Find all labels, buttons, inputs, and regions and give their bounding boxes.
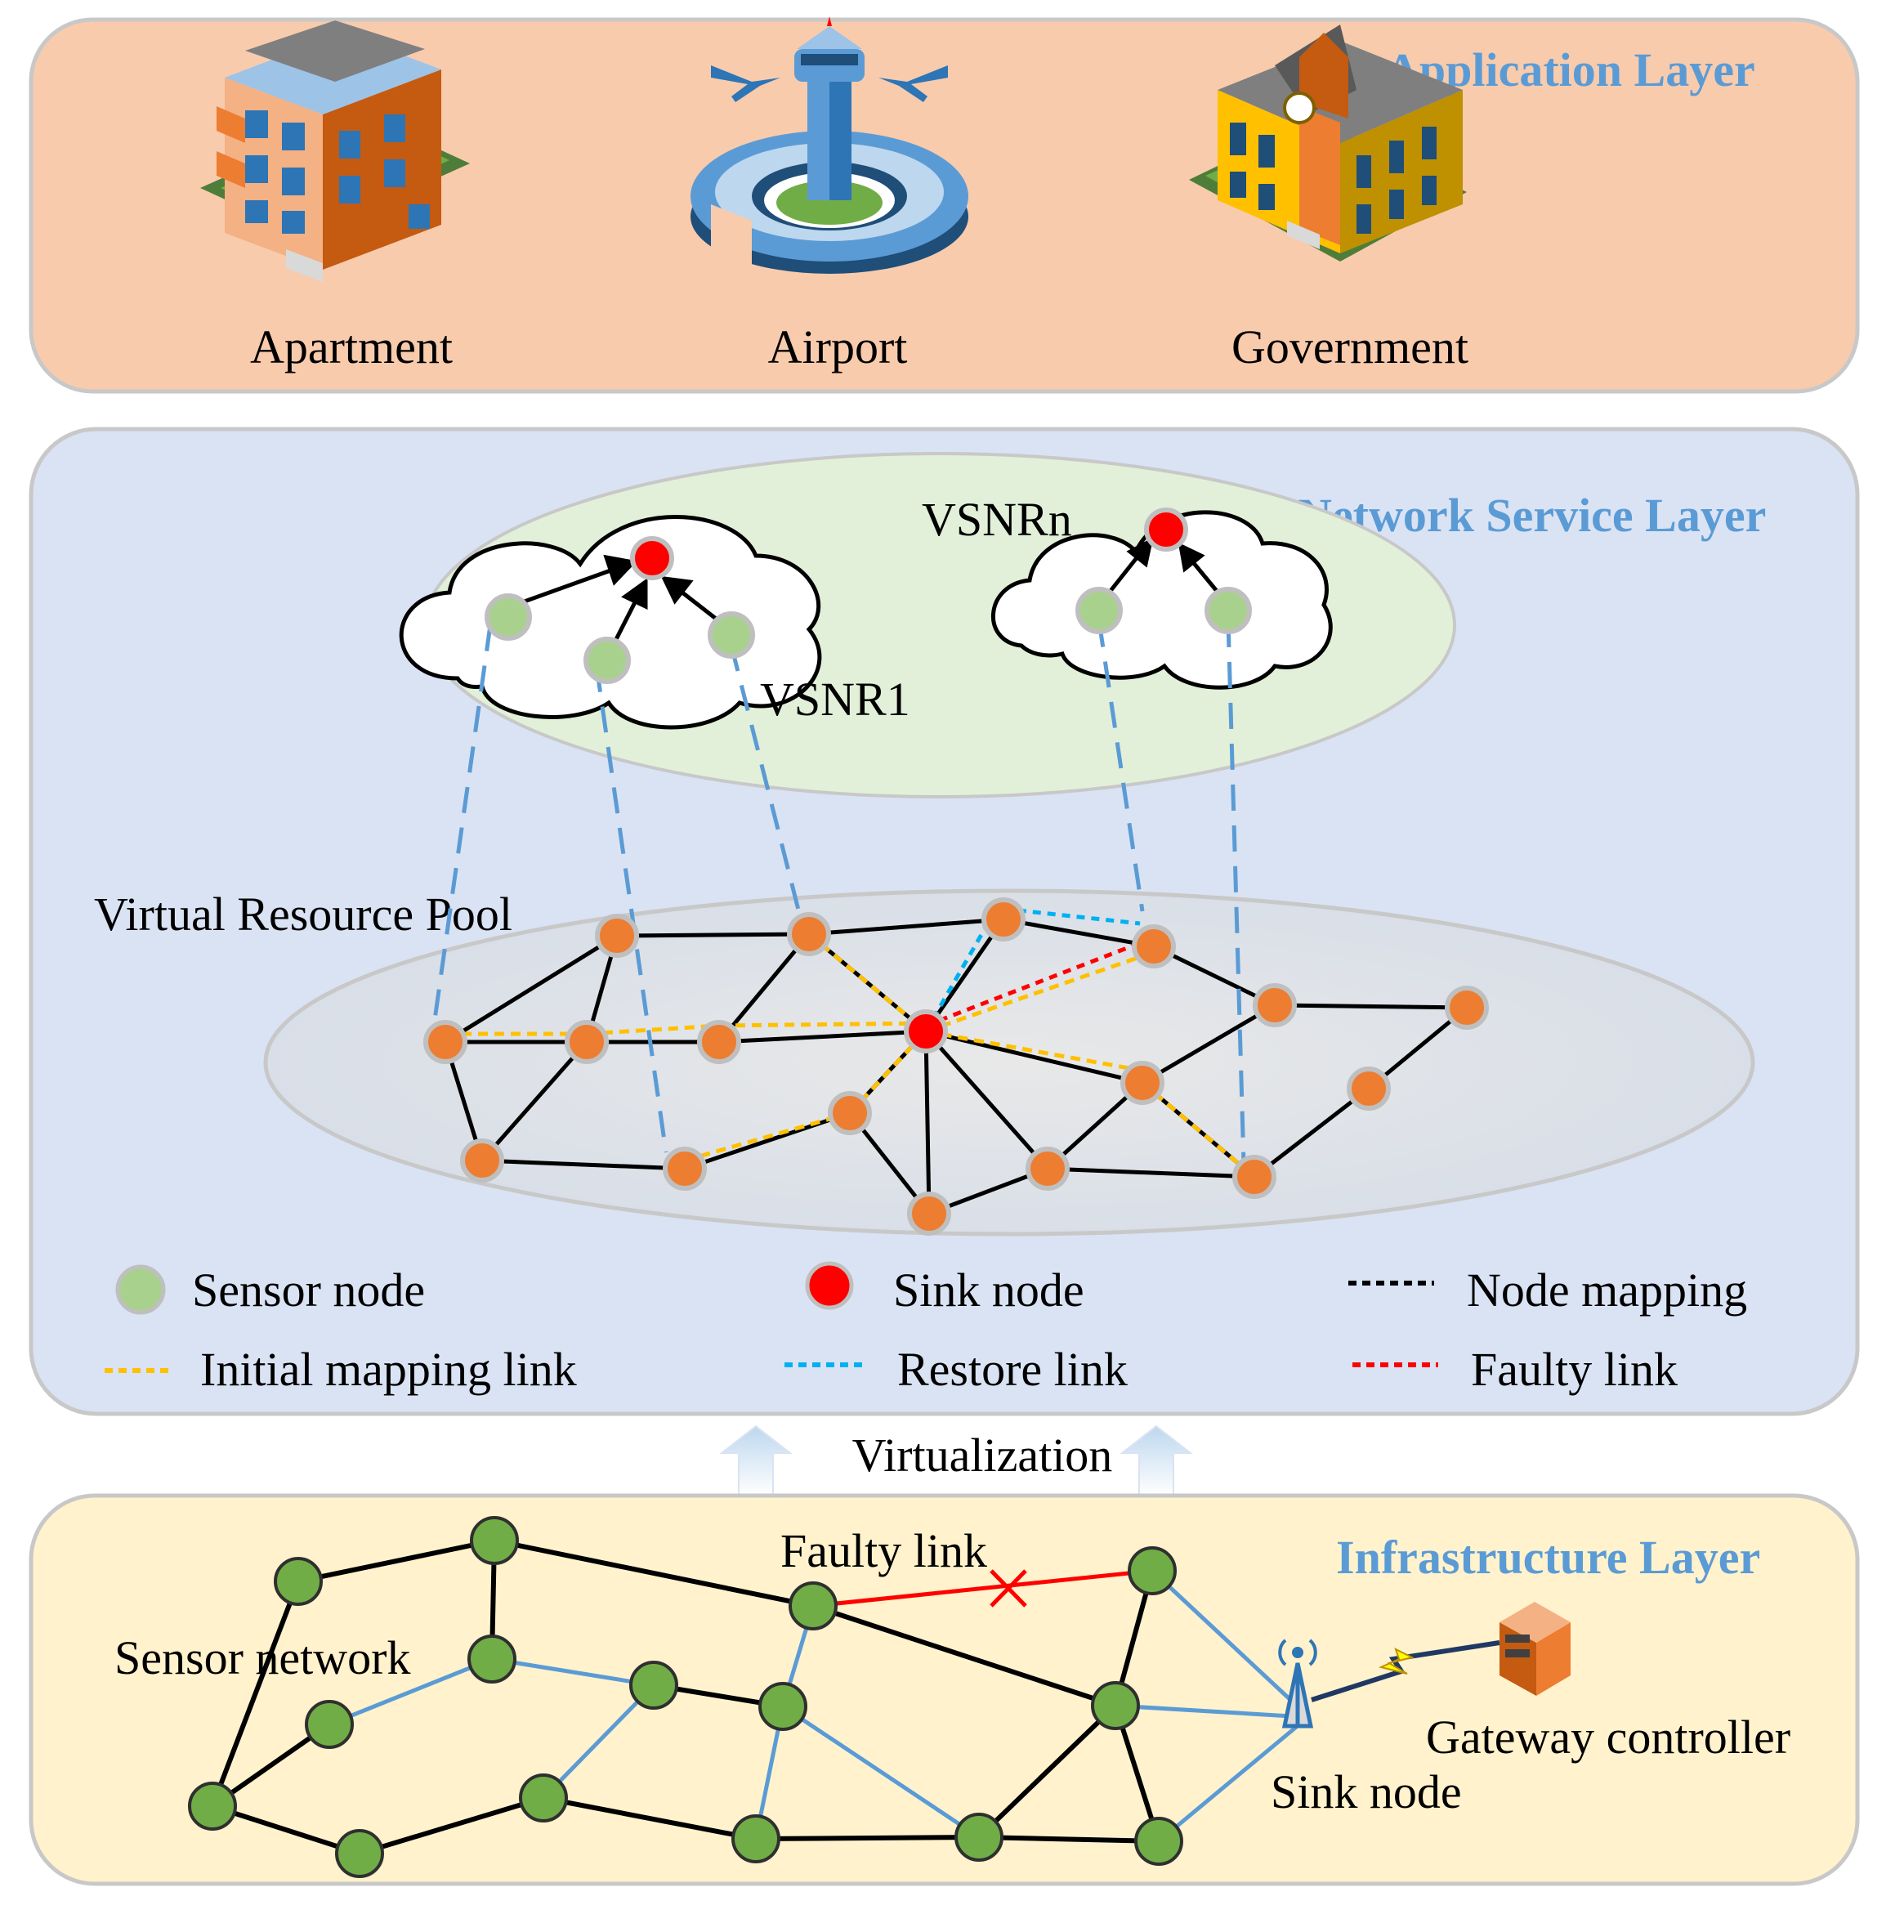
sensor-network-label: Sensor network (114, 1631, 410, 1684)
infra-sensor-node (954, 1813, 1003, 1862)
pool-node (595, 914, 639, 958)
infrastructure-layer-panel (29, 1493, 1860, 1886)
pool-node (907, 1192, 951, 1236)
legend-faulty-link-label: Faulty link (1471, 1343, 1678, 1396)
pool-node (1232, 1155, 1276, 1199)
vsnr-arrows (510, 537, 1222, 655)
pool-node (828, 1091, 872, 1135)
initial-mapping-links (445, 932, 1256, 1178)
pool-node (1347, 1067, 1391, 1111)
government-building-icon (1189, 25, 1467, 262)
pool-node (1026, 1147, 1070, 1191)
network-service-layer: Network Service Layer VSNR1 VSNRn Virtua… (29, 427, 1860, 1416)
virtualization-arrows: Virtualization (719, 1424, 1193, 1496)
infrastructure-layer-title: Infrastructure Layer (1336, 1531, 1760, 1584)
virtualization-label: Virtualization (852, 1429, 1113, 1482)
apartment-building-icon (200, 20, 470, 282)
infra-faulty-link (812, 1568, 1153, 1608)
infra-sensor-node (1091, 1681, 1140, 1730)
pool-nodes (423, 897, 1489, 1236)
infra-sink-node-label: Sink node (1271, 1765, 1462, 1818)
legend: Sensor node Sink node Node mapping Initi… (105, 1261, 1747, 1396)
infra-sensor-node (1128, 1546, 1177, 1595)
infra-sensor-node (789, 1581, 838, 1630)
infra-sensor-node (629, 1661, 678, 1710)
virtual-resource-pool (263, 888, 1755, 1237)
vsnr-sensor-node (485, 593, 532, 641)
virtualization-arrow-right (1120, 1424, 1193, 1496)
pool-faulty-link (925, 937, 1149, 1028)
application-layer: Application Layer (29, 16, 1860, 394)
virtualization-arrow-left (719, 1424, 793, 1496)
infra-sensor-node (731, 1814, 780, 1863)
gateway-controller-label: Gateway controller (1426, 1711, 1790, 1764)
government-label: Government (1231, 320, 1468, 373)
vsnr-sensor-node (583, 637, 631, 684)
pool-node (663, 1147, 707, 1191)
infrastructure-layer: Infrastructure Layer (29, 1493, 1860, 1886)
infra-sensor-node (335, 1829, 384, 1878)
vsnrn-sink-node (1144, 508, 1188, 552)
vsnr1-sink-node (630, 536, 674, 580)
pool-node (1253, 983, 1297, 1027)
infra-sensor-node (758, 1682, 807, 1731)
legend-sink-node-marker (805, 1261, 854, 1310)
legend-sensor-node-marker (115, 1264, 166, 1315)
infra-sensor-node (519, 1773, 568, 1822)
infra-sensor-nodes (188, 1516, 1183, 1878)
pool-node (1120, 1061, 1164, 1105)
pool-node (1132, 924, 1176, 968)
pool-sink-node (904, 1009, 948, 1053)
infra-faulty-link-label: Faulty link (780, 1524, 987, 1577)
pool-node (1445, 986, 1489, 1030)
legend-restore-link-label: Restore link (897, 1343, 1128, 1396)
vsnr-sensor-node (1205, 587, 1252, 634)
legend-initial-mapping-link-label: Initial mapping link (200, 1343, 577, 1396)
vsnr-sensor-nodes (485, 587, 1252, 684)
airport-tower-icon (691, 16, 968, 274)
pool-node (787, 912, 831, 956)
pool-node (423, 1020, 467, 1064)
legend-sink-node-label: Sink node (893, 1263, 1084, 1317)
node-mapping-lines (431, 620, 1246, 1165)
fault-cross-icon (990, 1569, 1027, 1608)
infra-sensor-node (274, 1557, 323, 1606)
pool-node (981, 897, 1026, 941)
infra-sensor-node (305, 1700, 354, 1749)
pool-node (565, 1020, 609, 1064)
vsnrn-cloud (991, 510, 1333, 690)
gateway-controller-icon (1500, 1602, 1571, 1696)
vsnr1-cloud (399, 515, 822, 730)
legend-node-mapping-label: Node mapping (1467, 1263, 1747, 1317)
vsnr-sensor-node (1075, 587, 1123, 634)
infra-sensor-node (467, 1635, 516, 1684)
vsnrn-label: VSNRn (922, 493, 1072, 546)
sink-node-antenna-icon (1278, 1639, 1317, 1729)
apartment-label: Apartment (250, 320, 453, 373)
infra-sensor-node (188, 1782, 237, 1831)
wireless-link-icon (1311, 1640, 1500, 1702)
vsnr1-label: VSNR1 (760, 673, 910, 726)
pool-node (697, 1020, 741, 1064)
virtual-resource-pool-label: Virtual Resource Pool (94, 888, 512, 941)
infra-sensor-node (1134, 1817, 1183, 1866)
airport-label: Airport (768, 320, 908, 373)
infra-sensor-node (470, 1516, 519, 1565)
legend-sensor-node-label: Sensor node (192, 1263, 425, 1317)
lightning-icon (1378, 1648, 1415, 1675)
pool-node (460, 1138, 504, 1183)
vsnr-sensor-node (708, 611, 755, 659)
